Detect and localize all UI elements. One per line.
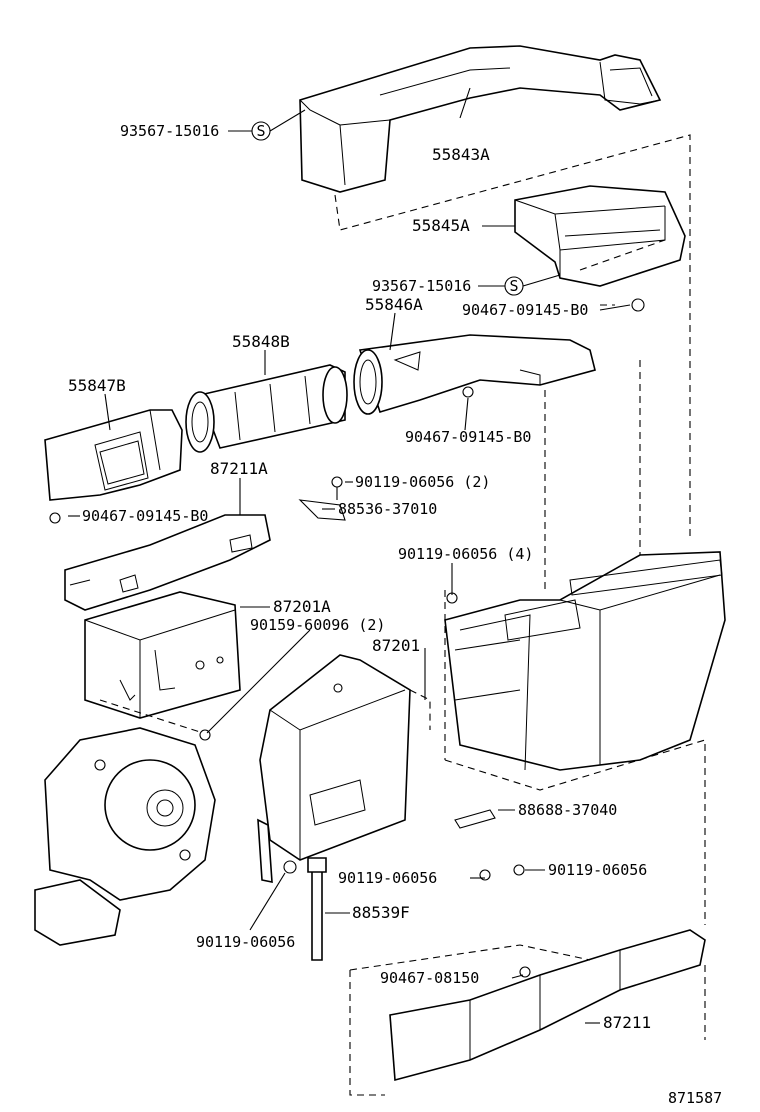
heater-unit [444,551,726,771]
label-87201: 87201 [372,636,420,655]
duct-87211A [64,514,271,611]
label-90467-09145-B0-upper: 90467-09145-B0 [462,301,588,319]
label-55846A: 55846A [365,295,423,314]
label-88539F: 88539F [352,903,410,922]
label-90119-06056-left: 90119-06056 [196,933,295,951]
label-90119-06056-4: 90119-06056 (4) [398,545,533,563]
seal-symbol-1: S [251,121,271,141]
duct-55848B [185,364,348,453]
small-fasteners [49,298,645,881]
label-90467-09145-B0-middle: 90467-09145-B0 [405,428,531,446]
duct-55847B [44,409,183,501]
label-90159-60096-2: 90159-60096 (2) [250,616,385,634]
label-93567-15016-top: 93567-15016 [120,122,219,140]
seal-symbol-2: S [504,276,524,296]
duct-55845A [514,185,686,287]
label-93567-15016-mid: 93567-15016 [372,277,471,295]
label-55845A: 55845A [412,216,470,235]
label-87211: 87211 [603,1013,651,1032]
rod-88539F [307,857,327,961]
assembly-outlines [99,134,706,1096]
duct-55846A [353,334,596,415]
svg-text:S: S [256,122,265,140]
label-87211A: 87211A [210,459,268,478]
diagram-number: 871587 [668,1089,722,1107]
label-88536-37010: 88536-37010 [338,500,437,518]
svg-text:S: S [509,277,518,295]
duct-55843A [299,45,662,193]
bracket-87201A [84,591,241,719]
leader-lines [68,87,631,1024]
label-90119-06056-center: 90119-06056 [338,869,437,887]
housing-87201 [257,654,411,883]
label-90119-06056-2: 90119-06056 (2) [355,473,490,491]
label-55843A: 55843A [432,145,490,164]
part-labels: 93567-15016 55843A 55845A 93567-15016 55… [68,122,722,1107]
label-90467-09145-B0-left: 90467-09145-B0 [82,507,208,525]
duct-87211 [389,929,706,1082]
label-55848B: 55848B [232,332,290,351]
label-87201A: 87201A [273,597,331,616]
label-55847B: 55847B [68,376,126,395]
label-88688-37040: 88688-37040 [518,801,617,819]
label-90467-08150: 90467-08150 [380,969,479,987]
blower-assembly [34,727,216,946]
label-90119-06056-right: 90119-06056 [548,861,647,879]
